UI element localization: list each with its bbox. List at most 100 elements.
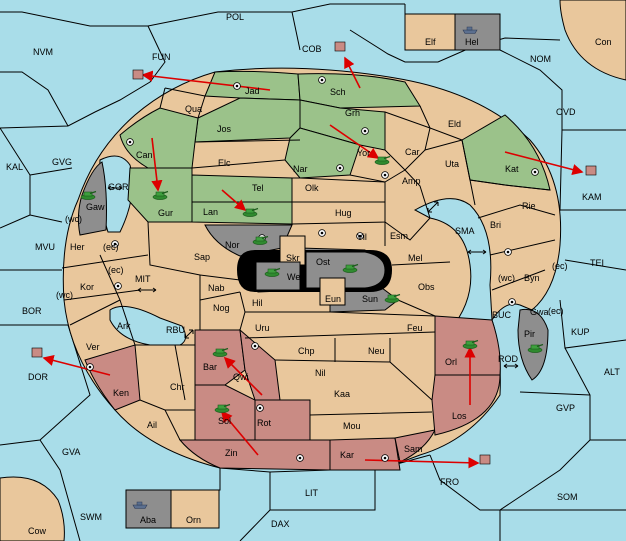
label-sol: Sol xyxy=(218,416,231,426)
label-kar: Kar xyxy=(340,450,354,460)
inset-labels: Elf Hel Aba Orn xyxy=(140,37,479,525)
land-web-inner[interactable] xyxy=(255,261,301,291)
red-territories xyxy=(84,315,501,471)
label-gvp: GVP xyxy=(556,403,575,413)
label-sap: Sap xyxy=(194,252,210,262)
label-hil: Hil xyxy=(252,298,263,308)
land-sch[interactable] xyxy=(297,73,421,109)
label-pol: POL xyxy=(226,12,244,22)
label-nom: NOM xyxy=(530,54,551,64)
label-yor: Yor xyxy=(357,148,370,158)
label-mit: MIT xyxy=(135,274,151,284)
land-orn[interactable] xyxy=(170,489,220,529)
label-sun: Sun xyxy=(362,294,378,304)
label-ovd: OVD xyxy=(556,107,576,117)
label-olk: Olk xyxy=(305,183,319,193)
label-chp: Chp xyxy=(298,346,315,356)
land-hel[interactable] xyxy=(454,13,501,51)
label-uru: Uru xyxy=(255,323,270,333)
label-gvg: GVG xyxy=(52,157,72,167)
label-eld: Eld xyxy=(448,119,461,129)
label-sma: SMA xyxy=(455,226,475,236)
label-rbu: RBU xyxy=(166,325,185,335)
label-qua: Qua xyxy=(185,104,202,114)
label-con: Con xyxy=(595,37,612,47)
label-fro: FRO xyxy=(440,477,459,487)
label-uta: Uta xyxy=(445,159,459,169)
label-ec3: (ec) xyxy=(552,261,568,271)
land-nor[interactable] xyxy=(204,224,293,257)
label-gur: Gur xyxy=(158,208,173,218)
label-wc1: (wc) xyxy=(65,214,82,224)
dislodged-markers xyxy=(31,41,597,465)
label-cow: Cow xyxy=(28,526,47,536)
land-bar[interactable] xyxy=(194,329,246,386)
label-pir: Pir xyxy=(524,329,535,339)
land-aba[interactable] xyxy=(125,489,172,529)
label-nil: Nil xyxy=(315,368,326,378)
label-kal: KAL xyxy=(6,162,23,172)
land-zin[interactable] xyxy=(178,439,331,471)
label-elf: Elf xyxy=(425,37,436,47)
label-zin: Zin xyxy=(225,448,238,458)
label-orn: Orn xyxy=(186,515,201,525)
label-car: Car xyxy=(405,147,420,157)
label-lan: Lan xyxy=(203,207,218,217)
label-dor: DOR xyxy=(28,372,49,382)
label-rot: Rot xyxy=(257,418,272,428)
label-mel: Mel xyxy=(408,253,423,263)
label-ark: Ark xyxy=(117,321,131,331)
label-cob: COB xyxy=(302,44,322,54)
label-wc3: (wc) xyxy=(56,290,73,300)
land-cow[interactable] xyxy=(0,476,65,541)
land-skr[interactable] xyxy=(279,235,306,266)
label-ost: Ost xyxy=(316,257,331,267)
label-skr: Skr xyxy=(286,253,300,263)
label-feu: Feu xyxy=(407,323,423,333)
label-ver: Ver xyxy=(86,342,100,352)
label-esm: Esm xyxy=(390,231,408,241)
label-bri: Bri xyxy=(490,220,501,230)
label-kaa: Kaa xyxy=(334,389,350,399)
label-tei: TEI xyxy=(590,258,604,268)
land-kar[interactable] xyxy=(329,437,401,471)
inset-south xyxy=(125,489,220,529)
land-eun[interactable] xyxy=(319,277,346,306)
label-sch: Sch xyxy=(330,87,346,97)
label-ec2: (ec) xyxy=(108,265,124,275)
label-dax: DAX xyxy=(271,519,290,529)
label-kam: KAM xyxy=(582,192,602,202)
label-lit: LIT xyxy=(305,488,319,498)
label-swm: SWM xyxy=(80,512,102,522)
label-kup: KUP xyxy=(571,327,590,337)
label-bor: BOR xyxy=(22,306,42,316)
label-nar: Nar xyxy=(293,164,308,174)
label-kat: Kat xyxy=(505,164,519,174)
label-mvu: MVU xyxy=(35,242,55,252)
label-gor: GOR xyxy=(108,182,129,192)
land-borders xyxy=(61,87,556,441)
land-los[interactable] xyxy=(431,374,501,436)
label-mou: Mou xyxy=(343,421,361,431)
label-los: Los xyxy=(452,411,467,421)
land-con[interactable] xyxy=(559,0,626,81)
label-nab: Nab xyxy=(208,283,225,293)
label-wc2: (wc) xyxy=(498,273,515,283)
land-labels: Jad Sch Qua Jos Grh Eld Can Elc Nar Yor … xyxy=(56,86,568,460)
label-vil: Vil xyxy=(357,232,367,242)
label-qwi: Qwi xyxy=(233,372,249,382)
label-gwa: Gwa xyxy=(530,307,549,317)
label-web: Web xyxy=(287,272,305,282)
label-ec1: (ec) xyxy=(103,242,119,252)
land-tel[interactable] xyxy=(191,174,293,203)
label-ail: Ail xyxy=(147,420,157,430)
label-byn: Byn xyxy=(524,273,540,283)
label-buc: BUC xyxy=(492,310,512,320)
label-her: Her xyxy=(70,242,85,252)
label-fun: FUN xyxy=(152,52,171,62)
label-alt: ALT xyxy=(604,367,620,377)
label-nvm: NVM xyxy=(33,47,53,57)
label-gaw: Gaw xyxy=(86,202,105,212)
label-amp: Amp xyxy=(402,176,421,186)
